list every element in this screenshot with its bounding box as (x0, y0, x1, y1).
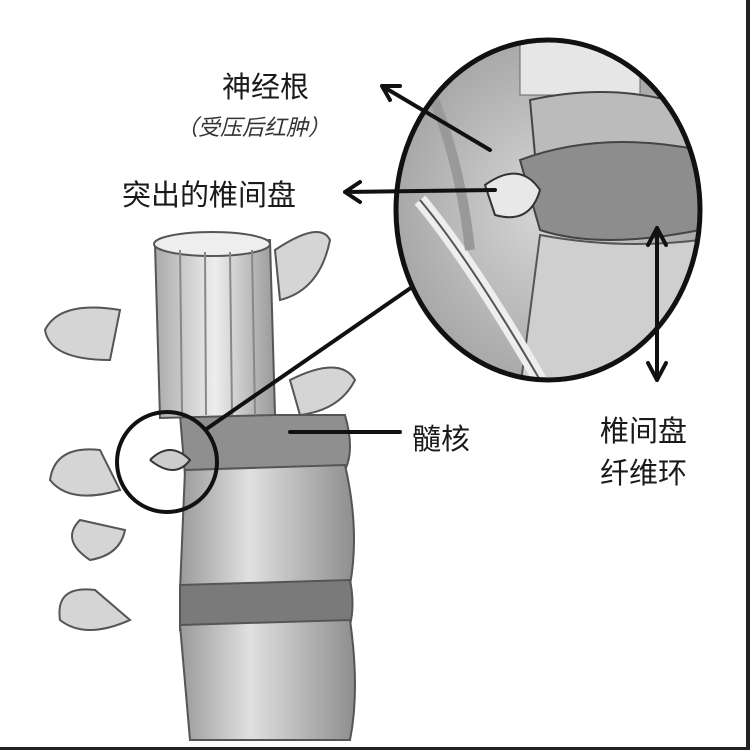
annulus-arrow (646, 226, 668, 382)
label-nerve-root: 神经根 (222, 70, 310, 104)
herniated-disc-arrow (343, 180, 497, 204)
pointer-arrows (288, 84, 668, 434)
label-annulus-line1: 椎间盘 (600, 414, 688, 448)
label-nucleus-pulposus: 髓核 (412, 422, 471, 456)
detail-circle (115, 410, 219, 514)
label-annulus-line2: 纤维环 (600, 456, 688, 490)
magnified-view (396, 40, 700, 380)
transverse-processes (43, 231, 357, 631)
vertebral-bodies (178, 414, 356, 741)
label-herniated-disc: 突出的椎间盘 (122, 178, 297, 212)
spinal-cord (153, 231, 277, 420)
label-nerve-root-note: （受压后红肿） (176, 116, 331, 141)
nerve-root-arrow (380, 84, 492, 152)
